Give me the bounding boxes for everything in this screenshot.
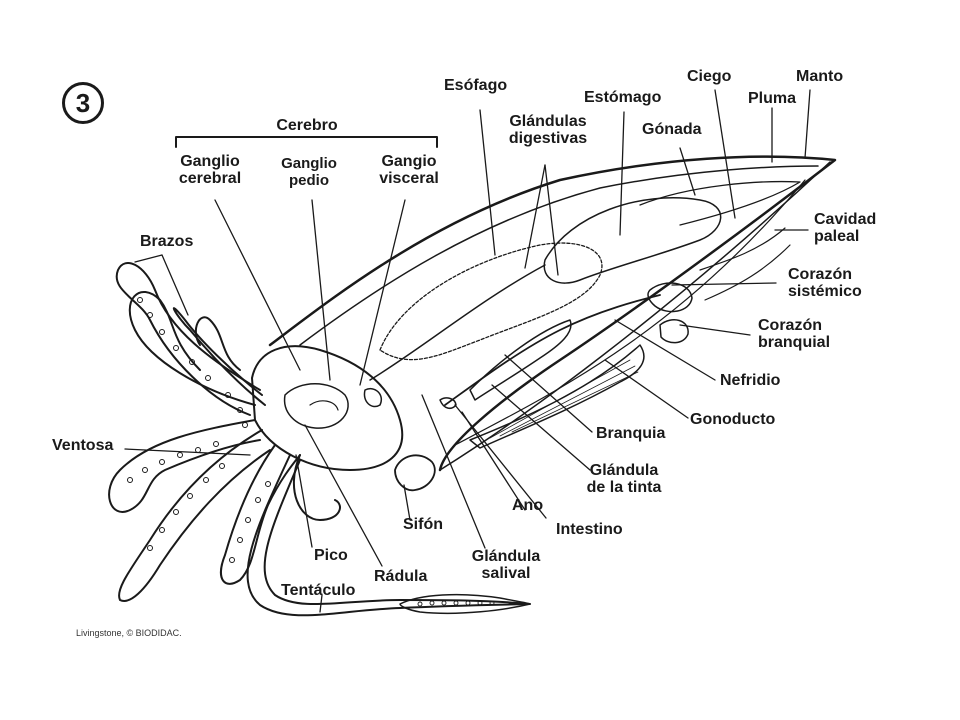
label-glandulas-digestivas: Glándulas digestivas (508, 113, 588, 147)
intestine (444, 294, 661, 406)
cerebro-bracket (175, 136, 438, 148)
gill (469, 344, 645, 449)
siphon-outline (394, 454, 436, 492)
label-radula: Rádula (374, 568, 428, 585)
head-detail-2 (309, 400, 339, 411)
mantle-cavity-lines (699, 227, 791, 301)
systemic-heart (647, 282, 693, 313)
gonad (639, 180, 801, 226)
label-glandula-salival: Glándula salival (471, 548, 541, 582)
pen-line (439, 161, 831, 471)
anus (439, 397, 457, 410)
label-glandula-tinta: Glándula de la tinta (586, 462, 662, 496)
leader-lines (124, 89, 811, 613)
label-ano: Ano (512, 497, 544, 514)
label-gangio-visceral: Gangio visceral (379, 153, 439, 187)
arms (108, 261, 341, 602)
branchial-heart (659, 319, 689, 344)
label-branquia: Branquia (596, 425, 666, 442)
label-gonada: Gónada (642, 121, 702, 138)
label-brazos: Brazos (140, 233, 194, 250)
label-ganglio-cerebral: Ganglio cerebral (178, 153, 242, 187)
label-nefridio: Nefridio (720, 372, 781, 389)
label-pluma: Pluma (748, 90, 797, 107)
gill-hatch (489, 359, 639, 439)
label-ganglio-pedio: Ganglio pedio (281, 155, 337, 189)
label-corazon-sistemico: Corazón sistémico (788, 266, 862, 300)
figure-number-badge: 3 (62, 82, 104, 124)
ink-gland (469, 319, 572, 401)
label-manto: Manto (796, 68, 844, 85)
label-gonoducto: Gonoducto (690, 411, 776, 428)
head-detail-1 (283, 383, 349, 429)
label-intestino: Intestino (556, 521, 623, 538)
label-tentaculo: Tentáculo (281, 582, 356, 599)
tentacle-club (399, 593, 531, 615)
label-esofago: Esófago (444, 77, 508, 94)
esophagus (369, 264, 546, 381)
group-label-cerebro: Cerebro (276, 117, 338, 134)
label-sifon: Sifón (403, 516, 443, 533)
eye (363, 388, 382, 408)
digestive-gland (379, 242, 603, 361)
label-ventosa: Ventosa (52, 437, 114, 454)
stomach (543, 197, 722, 284)
label-ciego: Ciego (687, 68, 732, 85)
mantle-lower-edge (454, 179, 806, 446)
head-outline (251, 345, 404, 471)
tentacle-suckers (417, 600, 495, 607)
label-corazon-branquial: Corazón branquial (758, 317, 831, 351)
label-cavidad-paleal: Cavidad paleal (814, 211, 877, 245)
label-pico: Pico (314, 547, 348, 564)
label-estomago: Estómago (584, 89, 662, 106)
image-credit: Livingstone, © BIODIDAC. (76, 628, 182, 638)
mantle-inner-line (299, 165, 819, 346)
suckers (127, 297, 271, 563)
mantle-outline (268, 155, 837, 472)
